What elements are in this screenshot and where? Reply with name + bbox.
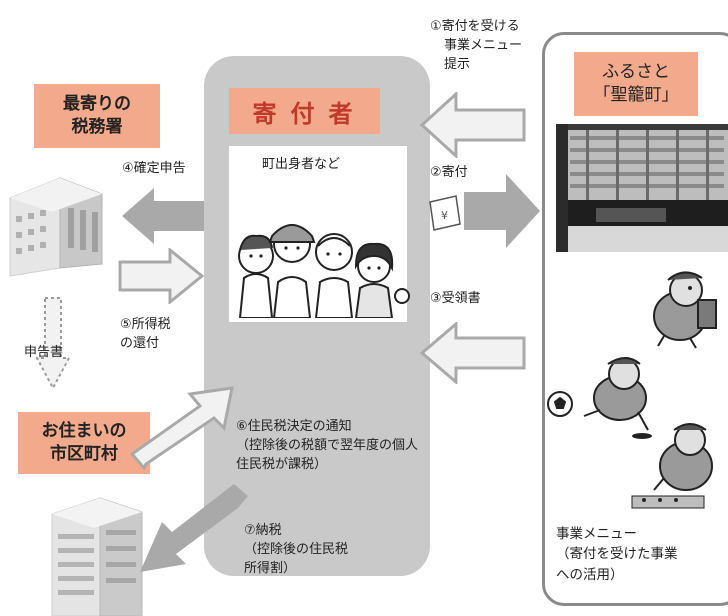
mascot-backpack-icon <box>653 271 717 349</box>
tax-office-label-line2: 税務署 <box>71 117 123 137</box>
step7-line2: （控除後の住民税 <box>244 541 349 557</box>
step4-text: ④確定申告 <box>122 161 186 176</box>
step3-arrow-left-icon <box>420 322 526 384</box>
step5-line1: ⑤所得税 <box>120 317 171 332</box>
donor-title: 寄付者 <box>229 88 380 134</box>
step6-arrow-up-right-icon <box>130 386 234 470</box>
tax-office-label: 最寄りの 税務署 <box>34 84 160 148</box>
donor-subtitle: 町出身者など <box>262 157 341 172</box>
step5-text: ⑤所得税 の還付 <box>120 316 171 354</box>
step1-line1: ①寄付を受ける <box>430 19 520 34</box>
residence-label-line2: 市区町村 <box>50 444 118 464</box>
hometown-menu-line1: 事業メニュー <box>556 526 637 542</box>
step1-arrow-left-icon <box>420 92 526 158</box>
hometown-label-line1: ふるさと <box>602 62 670 83</box>
step7-line3: 所得割） <box>244 560 297 576</box>
step7-arrow-down-left-icon <box>140 484 248 572</box>
residence-label-line1: お住まいの <box>41 421 127 442</box>
town-hall-photo <box>556 124 728 252</box>
step7-text: ⑦納税 （控除後の住民税 所得割） <box>244 522 348 579</box>
report-doc-label: 申告書 <box>24 345 64 360</box>
tax-office-label-line1: 最寄りの <box>63 94 131 115</box>
step6-text: ⑥住民税決定の通知 （控除後の税額で翌年度の個人 住民税が課税） <box>236 418 418 475</box>
hometown-menu-line3: への活用） <box>556 566 624 583</box>
step5-line2: の還付 <box>120 335 160 351</box>
mascot-soccer-icon <box>547 357 652 439</box>
step7-line1: ⑦納税 <box>244 523 282 538</box>
hometown-menu-line2: （寄付を受けた事業 <box>556 546 678 563</box>
hometown-label-line2: 「聖籠町」 <box>593 85 679 105</box>
report-down-arrow-icon <box>36 297 70 391</box>
step2-arrow-right-icon <box>464 174 540 248</box>
step6-line2: （控除後の税額で翌年度の個人 <box>236 437 419 453</box>
mascot-gardening-icon <box>631 423 713 509</box>
step4-arrow-left-icon <box>122 188 204 244</box>
residence-label: お住まいの 市区町村 <box>18 412 150 474</box>
step1-line3: 提示 <box>444 56 471 72</box>
donor-people-illustration <box>238 224 410 318</box>
svg-text:¥: ¥ <box>441 209 448 222</box>
step1-text: ①寄付を受ける 事業メニュー 提示 <box>430 18 522 75</box>
step1-line2: 事業メニュー <box>444 37 523 53</box>
envelope-icon: ¥ <box>429 195 461 231</box>
step2-text: ②寄付 <box>430 165 468 180</box>
step3-text: ③受領書 <box>430 291 481 306</box>
hometown-menu-text: 事業メニュー （寄付を受けた事業 への活用） <box>556 524 678 585</box>
tax-office-building-icon <box>9 177 103 277</box>
municipal-building-icon <box>51 497 143 616</box>
hometown-label: ふるさと 「聖籠町」 <box>574 52 698 116</box>
step6-line3: 住民税が課税） <box>236 456 328 472</box>
step6-line1: ⑥住民税決定の通知 <box>236 419 352 434</box>
step5-arrow-right-icon <box>118 248 204 304</box>
